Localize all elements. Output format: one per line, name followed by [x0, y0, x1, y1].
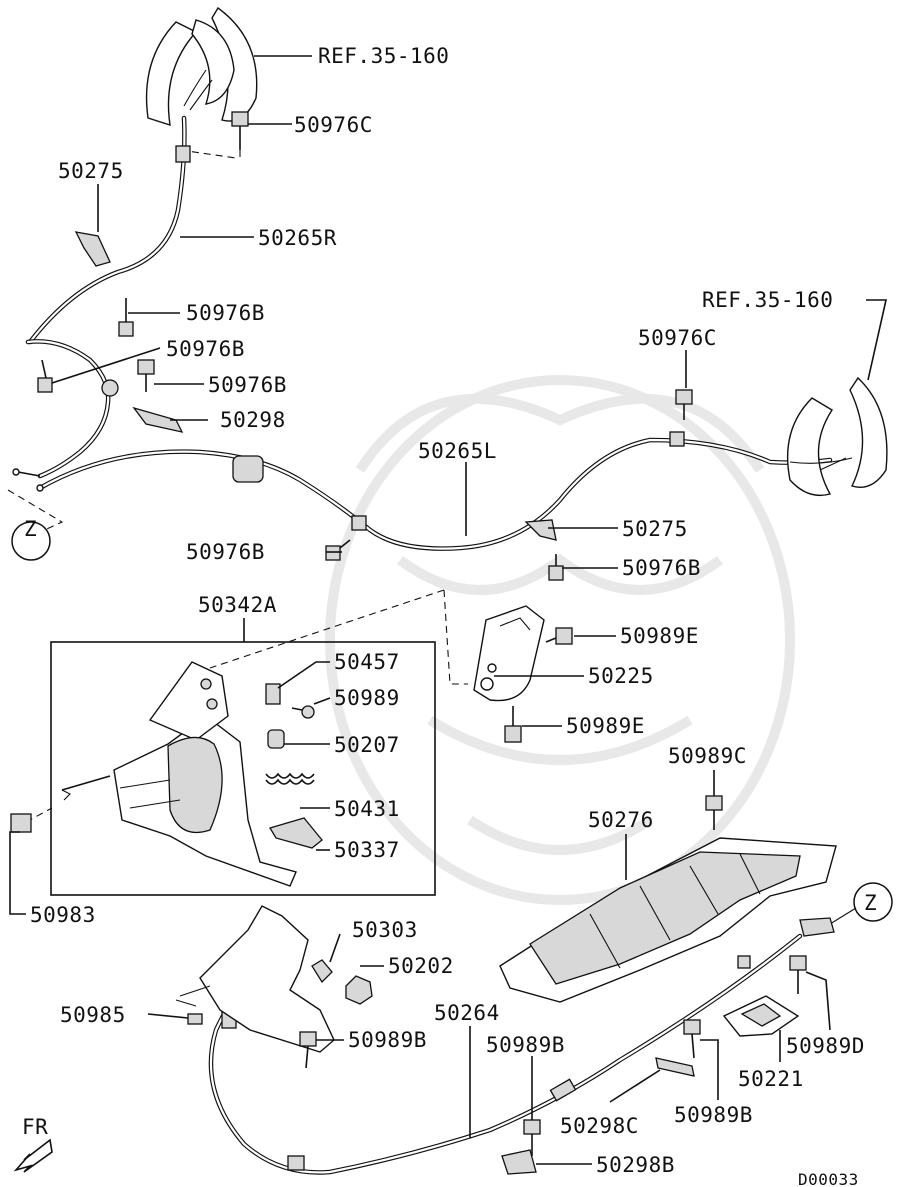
heat-shield-50276 — [499, 837, 837, 1003]
label-50989C: 50989C — [668, 744, 747, 768]
bolt-50976B-5 — [548, 554, 564, 581]
assembly-dash-50342A — [443, 589, 468, 685]
cable-50265R — [12, 115, 191, 479]
nut-50989E-1 — [545, 627, 573, 645]
nut-50989E-2 — [504, 706, 522, 743]
bracket-50298 — [132, 406, 184, 433]
label-50431: 50431 — [334, 797, 400, 821]
label-50989E-2: 50989E — [566, 714, 645, 738]
bolt-50989B-1 — [299, 1031, 317, 1069]
part-50207 — [267, 729, 285, 749]
bolt-50976B-4 — [325, 539, 351, 561]
label-50976B-5: 50976B — [622, 556, 701, 580]
nut-50983 — [10, 807, 53, 833]
label-50265R: 50265R — [258, 226, 337, 250]
label-50275-right: 50275 — [622, 517, 688, 541]
zone-marker-right — [853, 882, 893, 922]
front-direction-arrow — [13, 1138, 53, 1173]
grip-50337 — [269, 817, 323, 849]
bolt-50976C-right — [675, 389, 693, 420]
label-50983: 50983 — [30, 903, 96, 927]
bracket-50298B — [501, 1149, 537, 1175]
label-50298C: 50298C — [560, 1114, 639, 1138]
label-50976C-right: 50976C — [638, 326, 717, 350]
zone-marker-top — [11, 521, 51, 561]
label-50989: 50989 — [334, 686, 400, 710]
label-50265L: 50265L — [418, 439, 497, 463]
label-50985: 50985 — [60, 1003, 126, 1027]
bracket-50225 — [473, 605, 545, 702]
label-50976B-1: 50976B — [186, 301, 265, 325]
label-50207: 50207 — [334, 733, 400, 757]
spring-50431 — [265, 772, 315, 785]
label-50976B-4: 50976B — [186, 540, 265, 564]
floor-bracket — [175, 905, 335, 1053]
label-ref-top: REF.35-160 — [318, 44, 449, 68]
label-50976B-3: 50976B — [208, 373, 287, 397]
rear-brake-shoe-left-side — [786, 376, 888, 497]
label-50303: 50303 — [352, 918, 418, 942]
rear-brake-shoe-right-side — [145, 6, 258, 127]
watermark-emblem — [325, 375, 795, 905]
clip-50303 — [311, 959, 333, 984]
diagram-code: D00033 — [798, 1170, 859, 1187]
parking-brake-lever-assembly — [61, 661, 297, 887]
bolt-50976B-2 — [37, 359, 53, 393]
bracket-50298C — [655, 1057, 695, 1077]
bolt-50976B-3 — [137, 359, 155, 392]
assembly-box-50342A — [50, 641, 436, 896]
bracket-50275-left — [74, 231, 111, 267]
label-50976C-top: 50976C — [294, 113, 373, 137]
bolt-50976C-top — [231, 111, 249, 150]
label-50202: 50202 — [388, 954, 454, 978]
z-leader-right — [829, 907, 857, 925]
label-50989B-left: 50989B — [348, 1028, 427, 1052]
bolt-50989B-2 — [683, 1019, 701, 1059]
label-50221: 50221 — [738, 1067, 804, 1091]
label-ref-right: REF.35-160 — [702, 288, 833, 312]
bolt-50989D — [789, 955, 807, 994]
label-50276: 50276 — [588, 808, 654, 832]
label-50275-left: 50275 — [58, 159, 124, 183]
zone-label-top: Z — [24, 517, 37, 541]
label-50989B-right: 50989B — [674, 1103, 753, 1127]
label-50457: 50457 — [334, 650, 400, 674]
zone-label-right: Z — [864, 891, 877, 915]
direction-label-fr: FR — [22, 1115, 48, 1139]
label-50342A: 50342A — [198, 593, 277, 617]
label-50298: 50298 — [220, 408, 286, 432]
label-50337: 50337 — [334, 838, 400, 862]
label-50989B-top: 50989B — [486, 1033, 565, 1057]
nut-50202 — [345, 975, 373, 1005]
leader-lines — [9, 55, 887, 1165]
bracket-50221 — [722, 995, 800, 1037]
label-50989E-1: 50989E — [620, 624, 699, 648]
label-50298B: 50298B — [596, 1153, 675, 1177]
label-50225: 50225 — [588, 664, 654, 688]
label-50989D: 50989D — [786, 1034, 865, 1058]
screw-50989 — [291, 705, 315, 719]
bolt-50985 — [187, 1013, 203, 1025]
bracket-50275-right — [524, 519, 557, 541]
label-50264: 50264 — [434, 1001, 500, 1025]
assembly-dash-lever — [209, 589, 445, 669]
part-50457 — [265, 683, 281, 705]
z-leader-top — [7, 489, 64, 533]
callout-labels: REF.35-160 50976C 50275 50265R 50976B 50… — [22, 44, 877, 1187]
cable-50265L — [36, 431, 833, 551]
bolt-50976B-1 — [118, 298, 134, 337]
label-50976B-2: 50976B — [166, 337, 245, 361]
